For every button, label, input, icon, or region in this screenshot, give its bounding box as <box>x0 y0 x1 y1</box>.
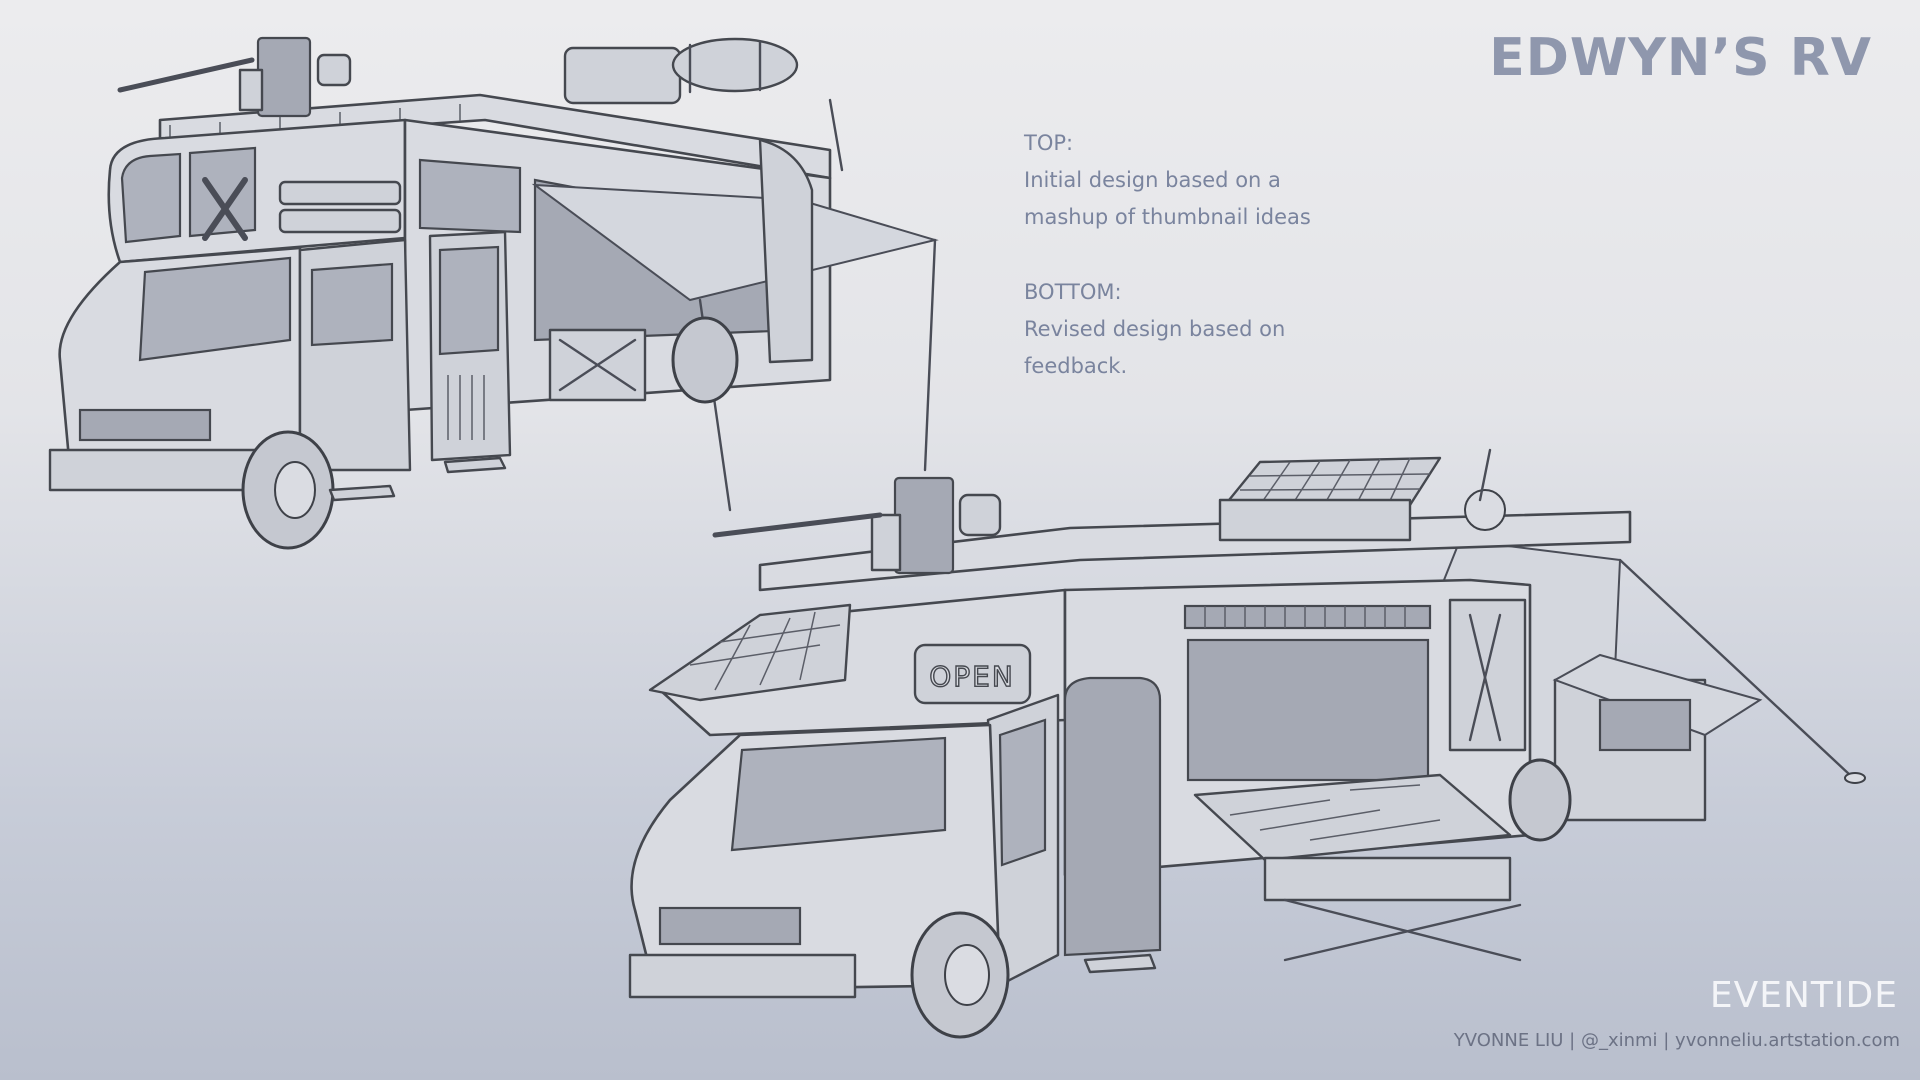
front-bumper <box>48 448 282 492</box>
roof-turret <box>256 36 312 118</box>
project-brand: EVENTIDE <box>1709 975 1898 1016</box>
roof-solar-panel <box>1223 456 1442 507</box>
rv-initial-design <box>48 36 939 550</box>
roof-cargo-box <box>563 46 682 105</box>
side-door-opening <box>1063 676 1162 957</box>
side-window <box>418 158 522 234</box>
open-sign-text: OPEN <box>929 660 1015 693</box>
bottom-note-line-2: feedback. <box>1024 354 1128 378</box>
bottom-note-line-1: Revised design based on <box>1024 317 1286 341</box>
roof-deck <box>758 510 1632 592</box>
top-heading: TOP: <box>1024 131 1074 155</box>
open-sign <box>913 643 1032 705</box>
front-solar-panel <box>648 603 852 702</box>
windshield <box>138 256 292 362</box>
rear-wheel <box>1508 758 1572 842</box>
grille <box>658 906 802 946</box>
rv-revised-design: OPEN <box>628 448 1866 1039</box>
roof-vent <box>1183 604 1432 630</box>
bottom-heading: BOTTOM: <box>1024 280 1122 304</box>
top-note-line-1: Initial design based on a <box>1024 168 1281 192</box>
weapon-cabinet <box>1448 598 1527 752</box>
cab-over-window-right <box>188 146 257 238</box>
counter-front-panel <box>1263 856 1512 902</box>
page-title: EDWYN’S RV <box>1489 28 1872 88</box>
service-window <box>1186 638 1430 782</box>
grille <box>78 408 212 442</box>
design-notes: TOP: Initial design based on a mashup of… <box>1024 125 1324 385</box>
roof-bedroll <box>671 37 799 93</box>
roof-equipment <box>1218 498 1412 542</box>
front-bumper <box>628 953 857 999</box>
tool-counter <box>1193 773 1512 862</box>
artist-credit: YVONNE LIU | @_xinmi | yvonneliu.artstat… <box>1453 1030 1900 1051</box>
cab-over-window-left <box>120 152 182 244</box>
top-note-line-2: mashup of thumbnail ideas <box>1024 205 1311 229</box>
roof-turret <box>893 476 955 575</box>
windshield <box>730 736 947 852</box>
rear-wheel <box>671 316 739 404</box>
